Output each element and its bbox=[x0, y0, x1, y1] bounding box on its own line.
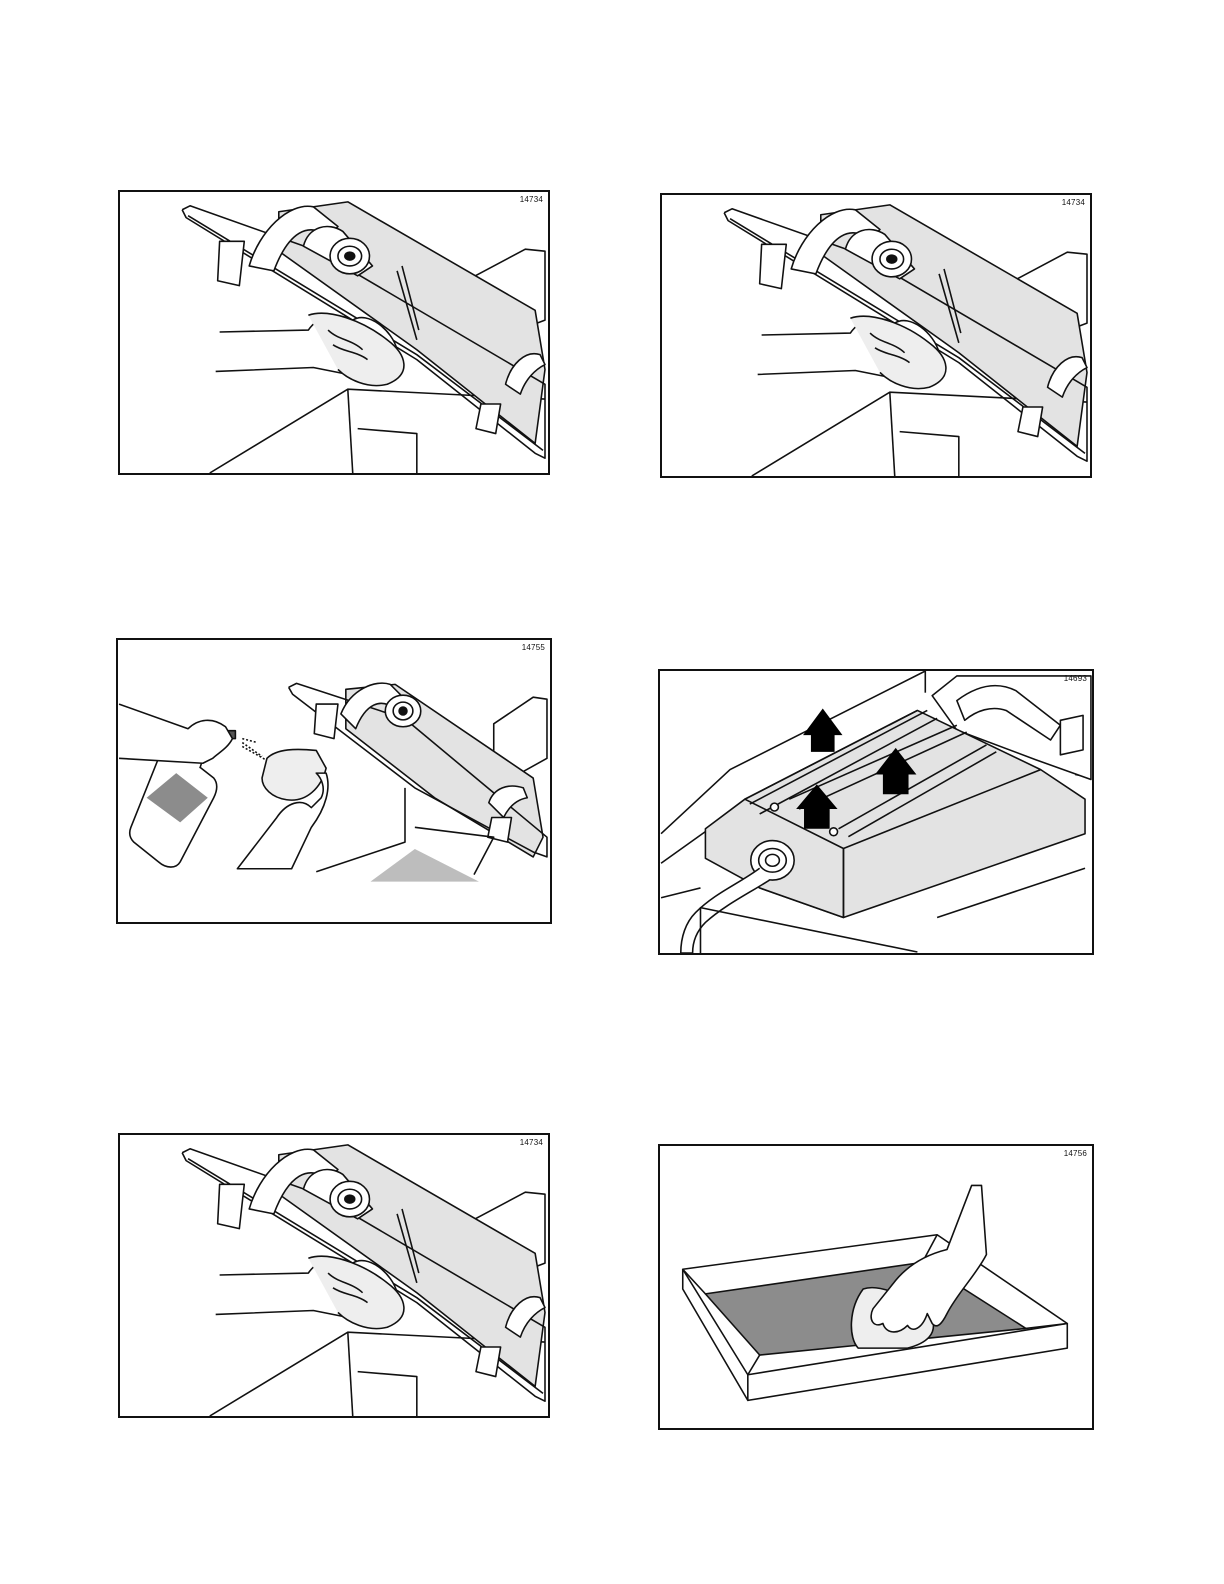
spray-towel-illustration bbox=[118, 640, 550, 922]
figure-wipe-platen-2: 14734 bbox=[660, 193, 1092, 478]
figure-wipe-tray: 14756 bbox=[658, 1144, 1094, 1430]
figure-number: 14756 bbox=[1064, 1149, 1087, 1158]
wipe-tray-illustration bbox=[660, 1146, 1092, 1428]
lift-platen-illustration bbox=[660, 671, 1092, 953]
figure-number: 14693 bbox=[1064, 674, 1087, 683]
figure-number: 14734 bbox=[520, 195, 543, 204]
figure-number: 14734 bbox=[1062, 198, 1085, 207]
wipe-platen-illustration bbox=[662, 195, 1090, 476]
wipe-platen-illustration bbox=[120, 192, 548, 473]
figure-spray-towel: 14755 bbox=[116, 638, 552, 924]
figure-lift-platen: 14693 bbox=[658, 669, 1094, 955]
wipe-platen-illustration bbox=[120, 1135, 548, 1416]
figure-wipe-platen-3: 14734 bbox=[118, 1133, 550, 1418]
figure-number: 14755 bbox=[522, 643, 545, 652]
figure-wipe-platen-1: 14734 bbox=[118, 190, 550, 475]
figure-number: 14734 bbox=[520, 1138, 543, 1147]
